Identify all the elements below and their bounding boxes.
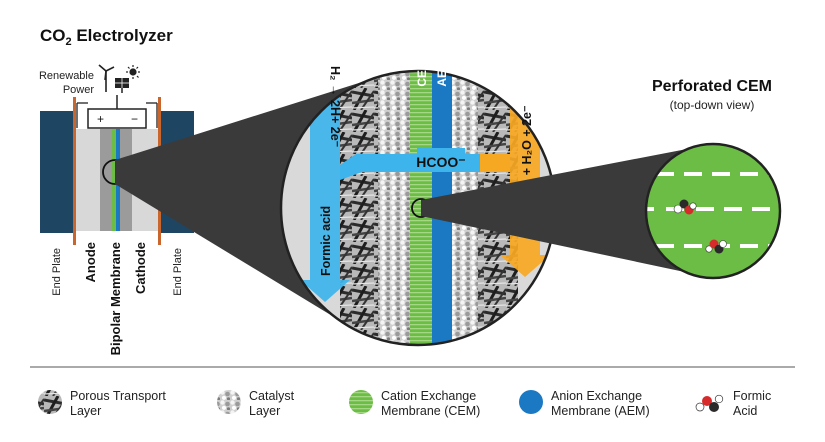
hcoo-ion-label: HCOO⁻ — [416, 154, 465, 170]
page-title: CO2 Electrolyzer — [40, 26, 173, 48]
anode-ptl — [76, 129, 100, 231]
title-subscript: 2 — [66, 36, 72, 48]
formic-acid-molecule-2 — [705, 239, 727, 254]
current-collector-left — [73, 97, 76, 245]
zoom-cone-right — [421, 144, 713, 278]
aem-swatch-icon — [519, 390, 543, 414]
wind-turbine-icon — [98, 64, 115, 92]
formic-acid-molecule-icon — [695, 394, 724, 412]
anode-reaction-label: H₂ → 2H+ 2e⁻ — [328, 66, 342, 148]
perforated-cem-view — [646, 144, 780, 278]
legend-label: Membrane (CEM) — [381, 404, 480, 418]
legend-label: Catalyst — [249, 389, 295, 403]
legend-item-ptl: Porous Transport Layer — [38, 389, 166, 418]
bipolar-membrane-label: Bipolar Membrane — [108, 242, 123, 355]
cathode-reaction-label: CO₂ + H₂O + 2e⁻ — [520, 105, 534, 203]
plus-terminal: + — [97, 112, 104, 126]
legend-label: Acid — [733, 404, 757, 418]
bipolar-membrane-cem — [112, 129, 116, 231]
cem-swatch-icon — [349, 390, 373, 414]
renewable-power-label-line1: Renewable — [39, 70, 94, 82]
cem-label: CEM — [415, 60, 429, 87]
ptl-swatch-icon — [38, 390, 62, 414]
perforated-cem-subtitle: (top-down view) — [670, 98, 755, 112]
anode-label: Anode — [83, 242, 98, 282]
title-suffix: Electrolyzer — [72, 26, 173, 45]
sun-icon — [126, 65, 140, 79]
end-plate-left — [40, 111, 73, 233]
legend-item-formic: Formic Acid — [695, 389, 771, 418]
legend-item-catalyst: Catalyst Layer — [217, 389, 295, 418]
perforated-cem-title: Perforated CEM — [652, 78, 772, 95]
formic-acid-arrow — [300, 71, 350, 302]
solar-panel-icon — [115, 78, 129, 93]
renewable-power-label-line2: Power — [63, 84, 95, 96]
formic-acid-molecule — [673, 199, 697, 215]
minus-terminal: − — [131, 112, 138, 126]
legend-label: Formic — [733, 389, 771, 403]
legend-label: Cation Exchange — [381, 389, 476, 403]
legend-label: Porous Transport — [70, 389, 166, 403]
aem-label: AEM — [435, 60, 449, 87]
cathode-label: Cathode — [133, 242, 148, 294]
end-plate-right-label: End Plate — [172, 248, 184, 296]
zoom-anode-ptl — [340, 71, 378, 345]
legend-label: Anion Exchange — [551, 389, 642, 403]
legend-label: Membrane (AEM) — [551, 404, 650, 418]
formic-acid-label: Formic acid — [319, 206, 333, 276]
legend: Porous Transport Layer Catalyst Layer Ca… — [38, 389, 771, 418]
title-prefix: CO — [40, 26, 66, 45]
end-plate-left-label: End Plate — [51, 248, 63, 296]
legend-item-cem: Cation Exchange Membrane (CEM) — [349, 389, 480, 418]
legend-label: Layer — [249, 404, 280, 418]
catalyst-swatch-icon — [217, 390, 241, 414]
zoom-anode-catalyst — [378, 71, 410, 345]
legend-label: Layer — [70, 404, 101, 418]
legend-item-aem: Anion Exchange Membrane (AEM) — [519, 389, 650, 418]
